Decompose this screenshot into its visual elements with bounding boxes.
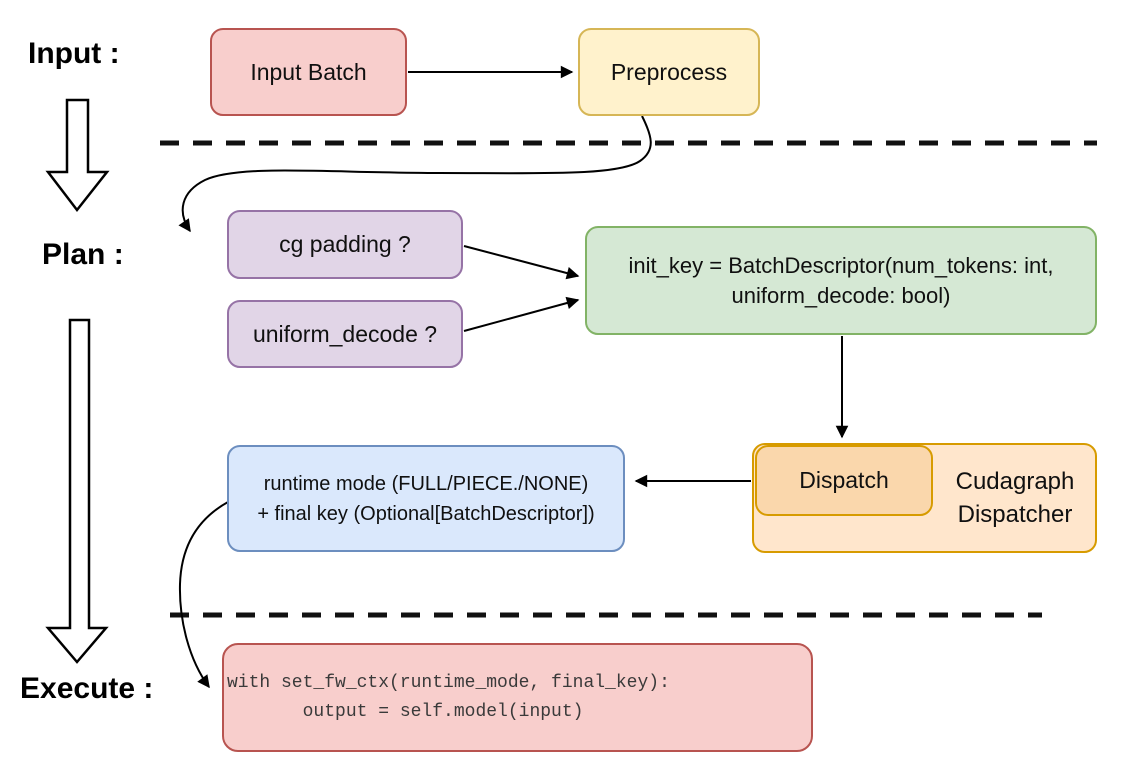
stage-label-input: Input : (28, 37, 120, 70)
node-input-batch-label: Input Batch (250, 58, 367, 85)
node-dispatch-label: Dispatch (799, 467, 889, 493)
node-init-key: init_key = BatchDescriptor(num_tokens: i… (585, 226, 1097, 335)
node-uniform-decode-label: uniform_decode ? (252, 320, 438, 347)
node-runtime-mode: runtime mode (FULL/PIECE./NONE) + final … (227, 445, 625, 552)
node-execute-code: with set_fw_ctx(runtime_mode, final_key)… (222, 643, 813, 752)
node-uniform-decode: uniform_decode ? (227, 300, 463, 368)
node-cudagraph-dispatcher-label: Cudagraph Dispatcher (933, 443, 1097, 553)
arrow-cgpadding-to-initkey (463, 245, 580, 280)
stage-label-plan: Plan : (42, 238, 124, 271)
arrow-preprocess-to-cgpadding (178, 115, 652, 233)
cudagraph-label-line2: Dispatcher (957, 501, 1073, 528)
arrow-runtimemode-to-executecode (178, 501, 229, 689)
arrow-uniformdecode-to-initkey (463, 296, 580, 332)
execute-code-line2: output = self.model(input) (227, 701, 584, 722)
cudagraph-label-line1: Cudagraph (955, 468, 1075, 495)
node-preprocess: Preprocess (578, 28, 760, 116)
stage-label-execute: Execute : (20, 672, 154, 705)
stage-arrow-plan-to-execute (45, 318, 109, 664)
node-cg-padding-label: cg padding ? (279, 231, 411, 257)
node-input-batch: Input Batch (210, 28, 407, 116)
stage-arrow-input-to-plan (45, 98, 110, 213)
node-init-key-line2: uniform_decode: bool) (731, 282, 951, 308)
node-init-key-line1: init_key = BatchDescriptor(num_tokens: i… (628, 252, 1054, 278)
node-dispatch: Dispatch (755, 445, 933, 516)
node-runtime-mode-line2: + final key (Optional[BatchDescriptor]) (257, 502, 595, 525)
node-preprocess-label: Preprocess (610, 58, 728, 85)
node-cg-padding: cg padding ? (227, 210, 463, 279)
node-runtime-mode-line1: runtime mode (FULL/PIECE./NONE) (263, 472, 589, 495)
execute-code-line1: with set_fw_ctx(runtime_mode, final_key)… (227, 672, 670, 693)
